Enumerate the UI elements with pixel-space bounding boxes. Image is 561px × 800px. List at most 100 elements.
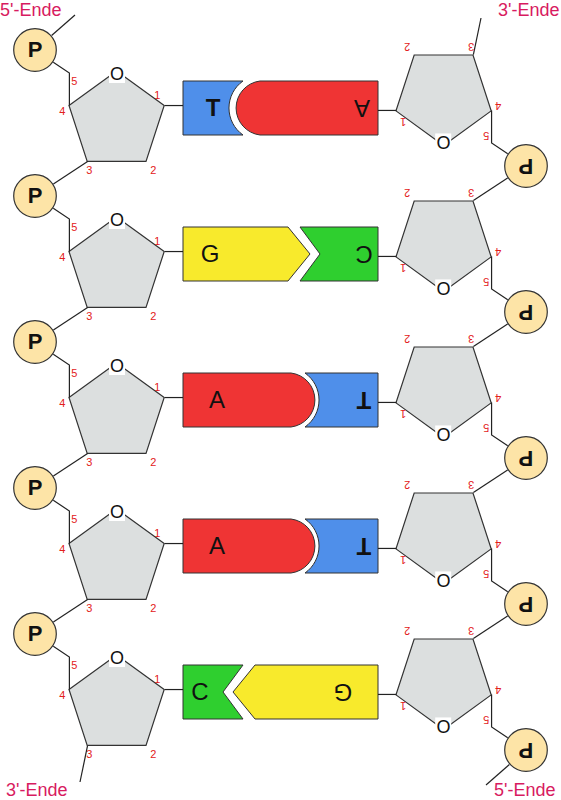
phosphate-shape [505,145,548,188]
ring-oxygen: O [436,717,452,735]
phosphate-letter: P [519,301,534,323]
base-block: A [183,519,315,573]
base-shape [233,665,378,719]
base-letter: C [355,242,372,266]
phosphate-letter: P [28,331,43,353]
sugar-pentagon: O12345 [69,71,164,161]
sugar-pentagon: O12345 [69,363,164,453]
phosphate-letter: P [28,39,43,61]
carbon-number: 5 [484,713,490,724]
carbon-number: 1 [154,382,160,393]
sugar-pentagon: O12345 [396,493,491,583]
ring-oxygen: O [109,211,125,229]
base-shape [183,81,243,135]
carbon-number: 3 [469,478,475,489]
phosphate-letter: P [519,155,534,177]
bond-line [53,161,87,183]
sugar-pentagon: O12345 [396,639,491,729]
sugar-pentagon-outline [69,363,164,453]
base-block: C [300,227,378,281]
phosphate-letter: P [519,447,534,469]
carbon-number: 3 [469,186,475,197]
base-letter: T [206,96,221,120]
carbon-number: 5 [484,275,490,286]
carbon-number: 3 [86,457,92,468]
base-block: T [305,373,378,427]
sugar-shape [69,217,164,307]
carbon-number: 1 [401,261,407,272]
phosphate-circle: P [504,290,548,334]
bond-line [492,694,508,737]
strand-stub [486,765,509,786]
carbon-number: 3 [469,332,475,343]
sugar-shape [396,347,491,437]
phosphate-shape [505,729,548,772]
base-block: A [183,373,315,427]
sugar-pentagon-outline [396,55,491,145]
phosphate-shape [14,321,57,364]
bond-line [492,110,508,153]
sugar-pentagon-outline [69,655,164,745]
base-letter: A [209,534,225,558]
bond-line [378,548,396,549]
carbon-number: 2 [150,749,156,760]
sugar-shape [396,201,491,291]
carbon-number: 2 [150,311,156,322]
carbon-number: 2 [405,478,411,489]
carbon-number: 2 [405,624,411,635]
carbon-number: 1 [154,236,160,247]
carbon-number: 4 [496,245,502,256]
carbon-number: 5 [71,514,77,525]
strand-stub [473,18,481,55]
sugar-pentagon-outline [69,71,164,161]
sugar-pentagon: O12345 [69,217,164,307]
base-shape [183,373,315,427]
carbon-number: 5 [71,660,77,671]
carbon-number: 5 [484,421,490,432]
bond-line [165,543,183,544]
base-block-outline [183,519,315,573]
base-letter: T [357,388,372,412]
base-shape [300,227,378,281]
phosphate-shape [14,175,57,218]
carbon-number: 4 [496,683,502,694]
bond-line [53,62,69,105]
phosphate-letter: P [28,477,43,499]
base-letter: A [354,96,370,120]
sugar-pentagon-outline [396,201,491,291]
base-shape [183,519,315,573]
sugar-pentagon: O12345 [396,347,491,437]
bond-line [53,646,69,689]
bond-line [53,599,87,621]
carbon-number: 4 [59,398,65,409]
carbon-number: 3 [86,165,92,176]
carbon-number: 2 [150,603,156,614]
phosphate-circle: P [13,466,57,510]
base-shape [305,373,378,427]
phosphate-circle: P [13,320,57,364]
carbon-number: 4 [59,690,65,701]
end-label: 5'-Ende [0,1,61,19]
sugar-pentagon-outline [396,347,491,437]
phosphate-shape [505,291,548,334]
sugar-shape [69,363,164,453]
phosphate-shape [14,29,57,72]
phosphate-circle: P [504,436,548,480]
carbon-number: 1 [401,553,407,564]
phosphate-shape [14,613,57,656]
phosphate-shape [505,437,548,480]
bond-line [473,470,507,492]
sugar-pentagon: O12345 [396,201,491,291]
ring-oxygen: O [436,571,452,589]
bond-line [165,689,183,690]
bond-line [378,402,396,403]
bond-line [53,307,87,329]
base-letter: A [209,388,225,412]
carbon-number: 5 [484,567,490,578]
sugar-pentagon-outline [69,509,164,599]
base-block: T [183,81,243,135]
carbon-number: 4 [59,106,65,117]
carbon-number: 4 [59,544,65,555]
base-letter: T [357,534,372,558]
